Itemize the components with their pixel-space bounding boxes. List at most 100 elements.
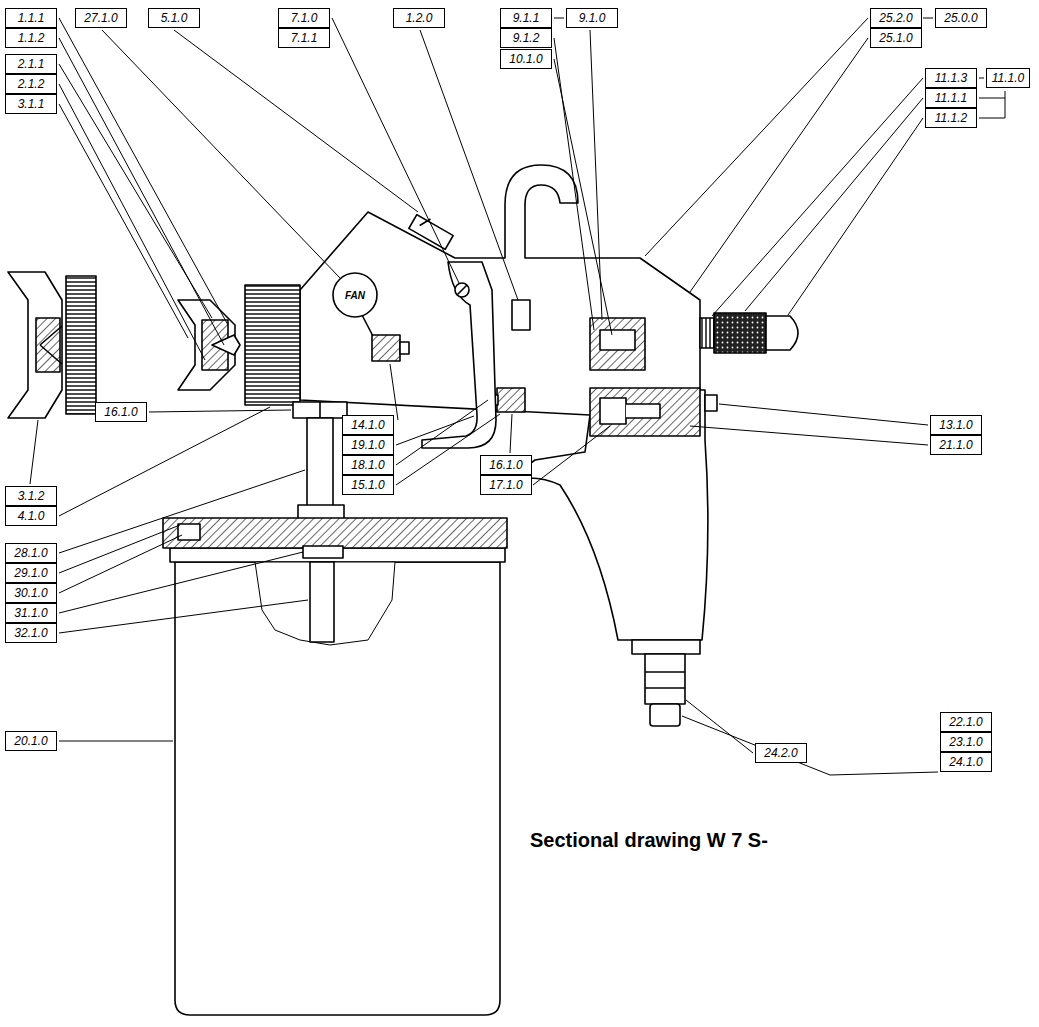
callout-number: 21.1.0 — [930, 435, 982, 455]
head-ring — [245, 285, 300, 405]
leader-line — [59, 18, 228, 325]
callout-number: 14.1.0 — [342, 415, 394, 435]
drawing-caption: Sectional drawing W 7 S- — [530, 828, 768, 852]
leader-line — [59, 525, 180, 573]
leader-lines — [30, 18, 1005, 775]
trigger-screw-slot — [457, 285, 467, 295]
label-joiner — [979, 78, 984, 79]
air-cap — [36, 318, 60, 372]
leader-line — [554, 38, 594, 330]
leader-line — [690, 426, 928, 445]
callout-number: 24.1.0 — [940, 752, 992, 772]
label-joiner — [923, 18, 933, 19]
body-slot — [512, 300, 530, 330]
leader-line — [149, 410, 291, 412]
gun-drawing — [8, 165, 798, 1015]
callout-number: 20.1.0 — [5, 731, 57, 751]
leader-line — [59, 64, 212, 318]
callout-number: 2.1.2 — [5, 74, 57, 94]
callout-number: 9.1.2 — [500, 28, 552, 48]
rear-notch — [705, 395, 717, 411]
label-joiner — [554, 18, 564, 19]
leader-line — [686, 700, 753, 753]
suction-tube — [310, 562, 334, 642]
main-valve-insert — [626, 404, 660, 418]
callout-number: 15.1.0 — [342, 475, 394, 495]
air-cap — [40, 326, 62, 364]
callout-number: 27.1.0 — [75, 8, 127, 28]
leader-line — [745, 98, 923, 311]
leader-line — [420, 30, 518, 300]
fan-gauge — [333, 273, 377, 317]
inlet-tip — [650, 704, 680, 726]
cup-body — [175, 562, 500, 1015]
leader-line — [645, 18, 868, 256]
callout-number: 11.1.1 — [925, 88, 977, 108]
callout-number: 7.1.1 — [278, 28, 330, 48]
leader-line — [59, 470, 305, 553]
callout-number: 1.2.0 — [393, 8, 445, 28]
inlet-nut — [632, 640, 700, 654]
callout-number: 22.1.0 — [940, 712, 992, 732]
callout-number: 11.1.2 — [925, 108, 977, 128]
callout-number: 4.1.0 — [5, 506, 57, 526]
leader-line — [719, 404, 928, 425]
fan-fitting-stem — [400, 342, 409, 354]
callout-number: 2.1.1 — [5, 54, 57, 74]
leader-line — [712, 78, 923, 316]
adjuster-cap — [766, 316, 798, 350]
leader-line — [59, 38, 224, 345]
cup-lid — [163, 518, 507, 548]
air-cap — [8, 272, 62, 418]
spreader-nut — [409, 215, 453, 250]
leader-line — [59, 535, 182, 593]
callout-number: 1.1.1 — [5, 8, 57, 28]
air-valve-core — [600, 330, 635, 350]
leader-line — [30, 420, 38, 484]
callout-number: 23.1.0 — [940, 732, 992, 752]
leader-line — [533, 426, 610, 485]
callout-number: 1.1.2 — [5, 28, 57, 48]
leader-line — [390, 364, 398, 420]
callout-number: 9.1.1 — [500, 8, 552, 28]
tube-nut-edge — [319, 402, 321, 418]
leader-line — [59, 84, 205, 360]
leader-line — [554, 59, 612, 335]
callout-number: 30.1.0 — [5, 583, 57, 603]
callout-number: 19.1.0 — [342, 435, 394, 455]
leader-line — [59, 407, 270, 516]
callout-number: 10.1.0 — [500, 49, 552, 69]
fan-fitting — [372, 335, 400, 361]
inlet-groove — [645, 671, 685, 673]
air-cap — [8, 272, 96, 418]
callout-number: 32.1.0 — [5, 623, 57, 643]
callout-number: 28.1.0 — [5, 543, 57, 563]
leader-line — [59, 741, 173, 742]
cup-cutaway — [255, 562, 395, 645]
leader-line — [788, 118, 923, 315]
callout-number: 7.1.0 — [278, 8, 330, 28]
callout-number: 9.1.0 — [566, 8, 618, 28]
fluid-fitting — [497, 388, 525, 412]
main-valve-core — [600, 398, 626, 424]
tube-nut-top — [293, 402, 347, 418]
inlet-fitting — [645, 654, 685, 704]
callout-number: 31.1.0 — [5, 603, 57, 623]
leader-line — [396, 400, 488, 465]
callout-number: 17.1.0 — [480, 475, 532, 495]
callout-number: 25.0.0 — [935, 8, 987, 28]
label-bracket — [979, 91, 1005, 118]
leader-line — [396, 416, 474, 445]
lid-seal — [178, 524, 200, 540]
leader-line — [59, 600, 308, 633]
callout-number: 3.1.1 — [5, 94, 57, 114]
leader-line — [682, 716, 938, 775]
adjuster-ring — [700, 318, 714, 348]
air-cap — [66, 276, 96, 414]
leader-line — [510, 414, 512, 453]
callout-number: 25.1.0 — [870, 28, 922, 48]
callout-number: 13.1.0 — [930, 415, 982, 435]
inlet-groove — [645, 687, 685, 689]
